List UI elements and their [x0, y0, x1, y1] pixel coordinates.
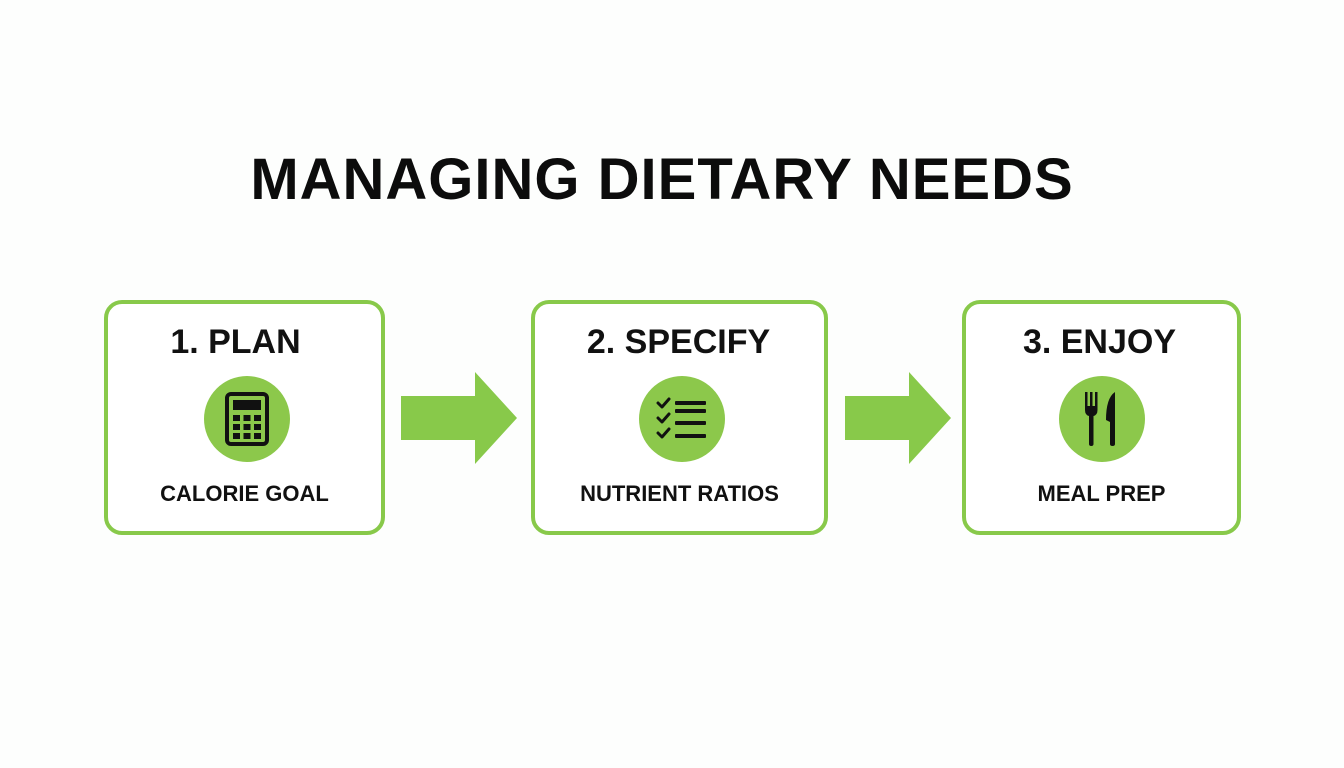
- checklist-icon: [639, 376, 725, 462]
- diagram-title: MANAGING DIETARY NEEDS: [250, 147, 1074, 212]
- step-heading: 3. ENJOY: [1022, 323, 1177, 361]
- step-heading: 2. SPECIFY: [586, 323, 771, 361]
- arrow-right-icon: [845, 372, 951, 464]
- arrow-right-icon: [401, 372, 517, 464]
- step-heading: 1. PLAN: [170, 323, 301, 361]
- step-card-enjoy: 3. ENJOY MEAL PREP: [962, 300, 1241, 535]
- step-card-plan: 1. PLAN CALORIE GOAL: [104, 300, 385, 535]
- step-caption: MEAL PREP: [1037, 481, 1166, 506]
- calculator-icon: [204, 376, 290, 462]
- step-caption: NUTRIENT RATIOS: [580, 481, 779, 506]
- fork-knife-icon: [1059, 376, 1145, 462]
- step-card-specify: 2. SPECIFY NUTRIENT RATIOS: [531, 300, 828, 535]
- step-caption: CALORIE GOAL: [160, 481, 329, 506]
